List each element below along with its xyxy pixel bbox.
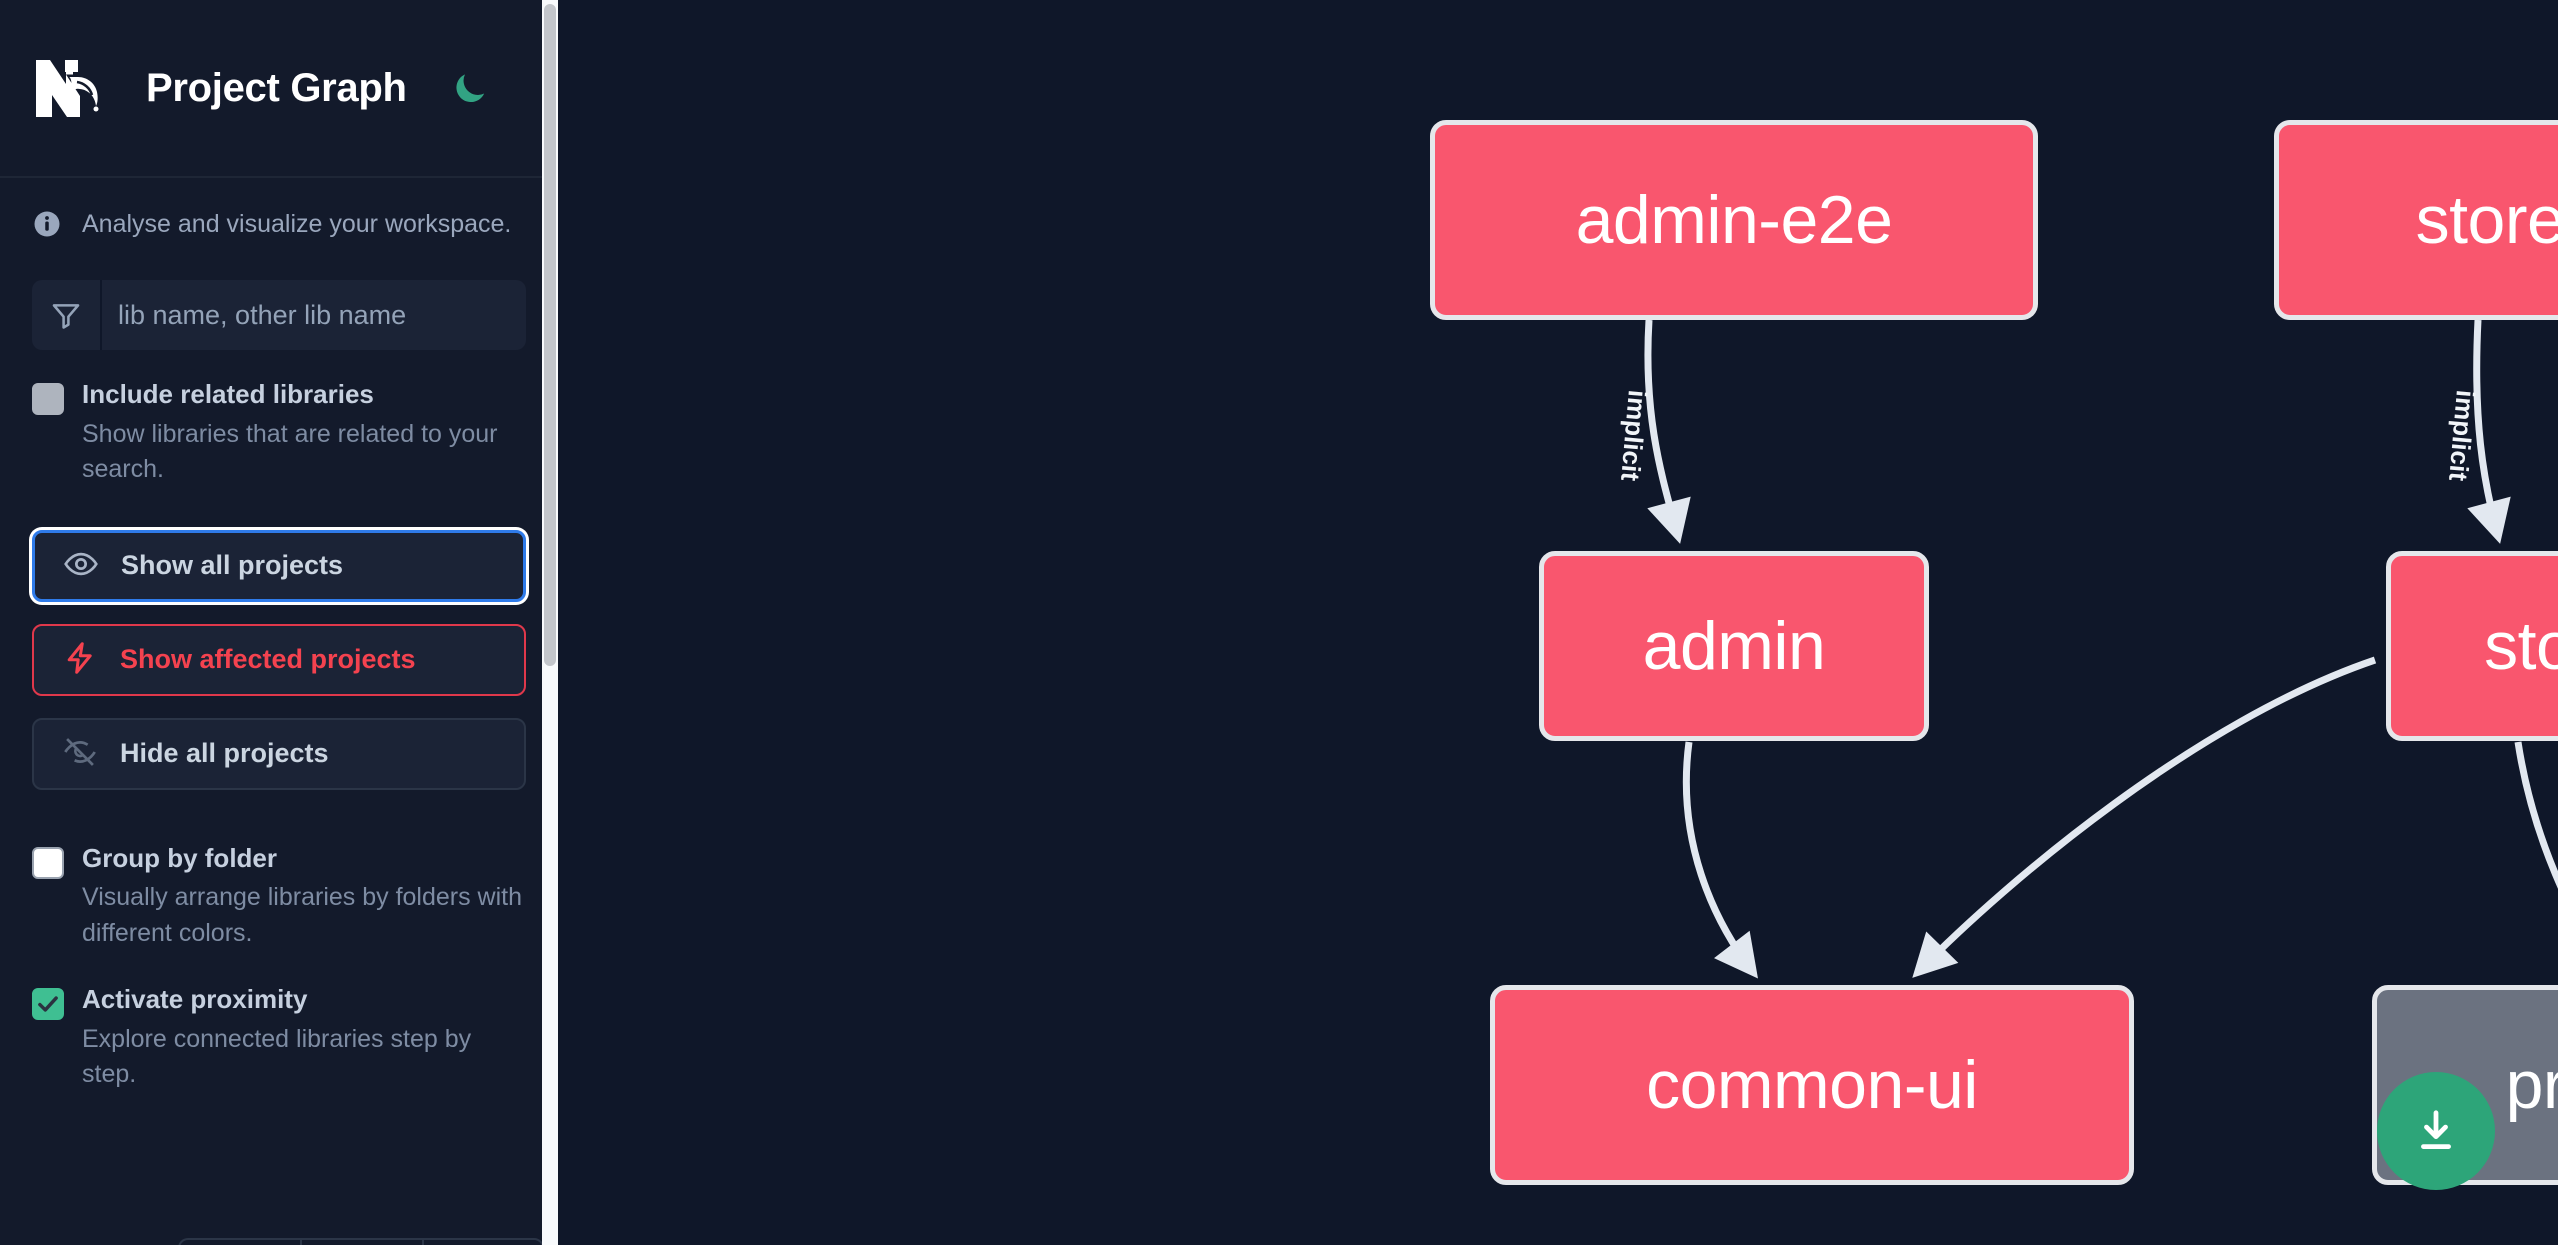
sidebar: Project Graph Analyse and visualize yo: [0, 0, 558, 1245]
graph-node-common-ui[interactable]: common-ui: [1490, 985, 2134, 1185]
edge-store-e2e-store: [2467, 319, 2511, 544]
search-container: [0, 280, 558, 350]
project-visibility-buttons: Show all projects Show affected projects: [0, 529, 558, 790]
sidebar-header: Project Graph: [0, 0, 558, 178]
button-label: Show affected projects: [120, 644, 416, 674]
search-box[interactable]: [32, 280, 526, 350]
edge-admin-e2e-admin: [1644, 319, 1691, 544]
edge-admin-common-ui: [1682, 741, 1758, 979]
eye-off-icon: [62, 734, 98, 773]
edge-store-common-ui: [1912, 656, 2377, 978]
activate-proximity-checkbox[interactable]: [32, 988, 64, 1020]
node-label: products: [2505, 1047, 2558, 1123]
nx-logo-icon: [32, 55, 118, 121]
hide-all-projects-button[interactable]: Hide all projects: [32, 717, 526, 790]
option-label: Group by folder: [82, 842, 277, 873]
button-label: Hide all projects: [120, 738, 329, 768]
info-icon: [32, 209, 62, 239]
segment-1[interactable]: [178, 1238, 300, 1245]
option-label: Activate proximity: [82, 984, 308, 1014]
edge-store-products: [2514, 741, 2558, 889]
show-all-projects-button[interactable]: Show all projects: [32, 529, 526, 602]
lightning-icon: [62, 640, 98, 679]
moon-icon[interactable]: [447, 65, 493, 111]
download-icon: [2421, 1110, 2451, 1149]
segment-2[interactable]: [300, 1238, 422, 1245]
node-label: store: [2484, 608, 2558, 684]
bottom-segmented-control[interactable]: [178, 1238, 544, 1245]
page-title: Project Graph: [146, 65, 407, 110]
graph-node-admin[interactable]: admin: [1539, 551, 1929, 741]
node-label: admin-e2e: [1575, 182, 1893, 258]
sidebar-scrollbar[interactable]: [542, 0, 558, 1245]
option-group-by-folder[interactable]: Group by folder Visually arrange librari…: [0, 842, 558, 952]
option-include-related-libraries[interactable]: Include related libraries Show libraries…: [0, 378, 558, 488]
option-description: Explore connected libraries step by step…: [82, 1024, 472, 1089]
graph-node-store[interactable]: store: [2386, 551, 2558, 741]
option-label: Include related libraries: [82, 379, 374, 409]
show-affected-projects-button[interactable]: Show affected projects: [32, 623, 526, 696]
button-label: Show all projects: [121, 550, 344, 580]
node-label: common-ui: [1646, 1047, 1978, 1123]
eye-icon: [63, 546, 99, 585]
sidebar-scrollbar-thumb[interactable]: [544, 4, 556, 666]
option-description: Visually arrange libraries by folders wi…: [82, 883, 523, 947]
workspace-blurb: Analyse and visualize your workspace.: [0, 178, 558, 270]
include-related-libraries-checkbox[interactable]: [32, 383, 64, 415]
option-activate-proximity[interactable]: Activate proximity Explore connected lib…: [0, 983, 558, 1093]
group-by-folder-checkbox[interactable]: [32, 846, 64, 879]
node-label: admin: [1642, 608, 1826, 684]
graph-edges: [1644, 319, 2558, 979]
segment-3[interactable]: [422, 1238, 544, 1245]
graph-node-store-e2e[interactable]: store-e2e: [2274, 120, 2558, 320]
graph-node-admin-e2e[interactable]: admin-e2e: [1430, 120, 2038, 320]
blurb-text: Analyse and visualize your workspace.: [82, 209, 512, 238]
filter-icon[interactable]: [32, 280, 102, 350]
graph-canvas[interactable]: admin-e2e store-e2e admin store common-u…: [558, 0, 2558, 1245]
search-input[interactable]: [102, 280, 526, 350]
download-image-button[interactable]: [2377, 1072, 2495, 1190]
option-description: Show libraries that are related to your …: [82, 419, 498, 484]
node-label: store-e2e: [2415, 182, 2558, 258]
